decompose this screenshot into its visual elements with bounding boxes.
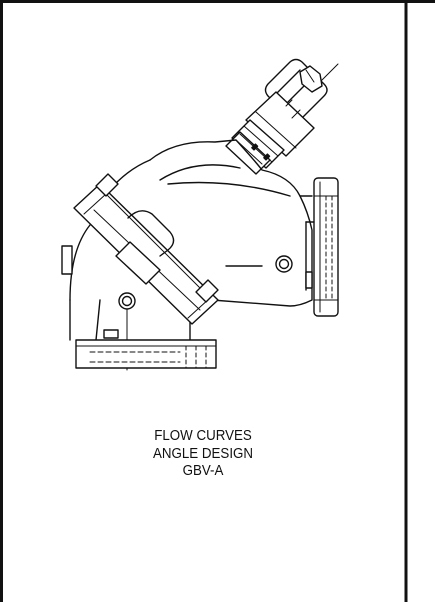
valve-actuator <box>225 58 339 175</box>
caption-line-2: ANGLE DESIGN <box>152 445 254 462</box>
outlet-flange <box>305 177 339 317</box>
valve-body <box>61 139 313 371</box>
caption-line-3: GBV-A <box>182 463 224 479</box>
valve-illustration <box>61 58 339 371</box>
figure-caption: FLOW CURVES ANGLE DESIGN GBV-A <box>27 428 378 481</box>
base-flange <box>75 339 217 369</box>
caption-line-1: FLOW CURVES <box>154 428 252 444</box>
inlet-flange <box>73 173 219 325</box>
